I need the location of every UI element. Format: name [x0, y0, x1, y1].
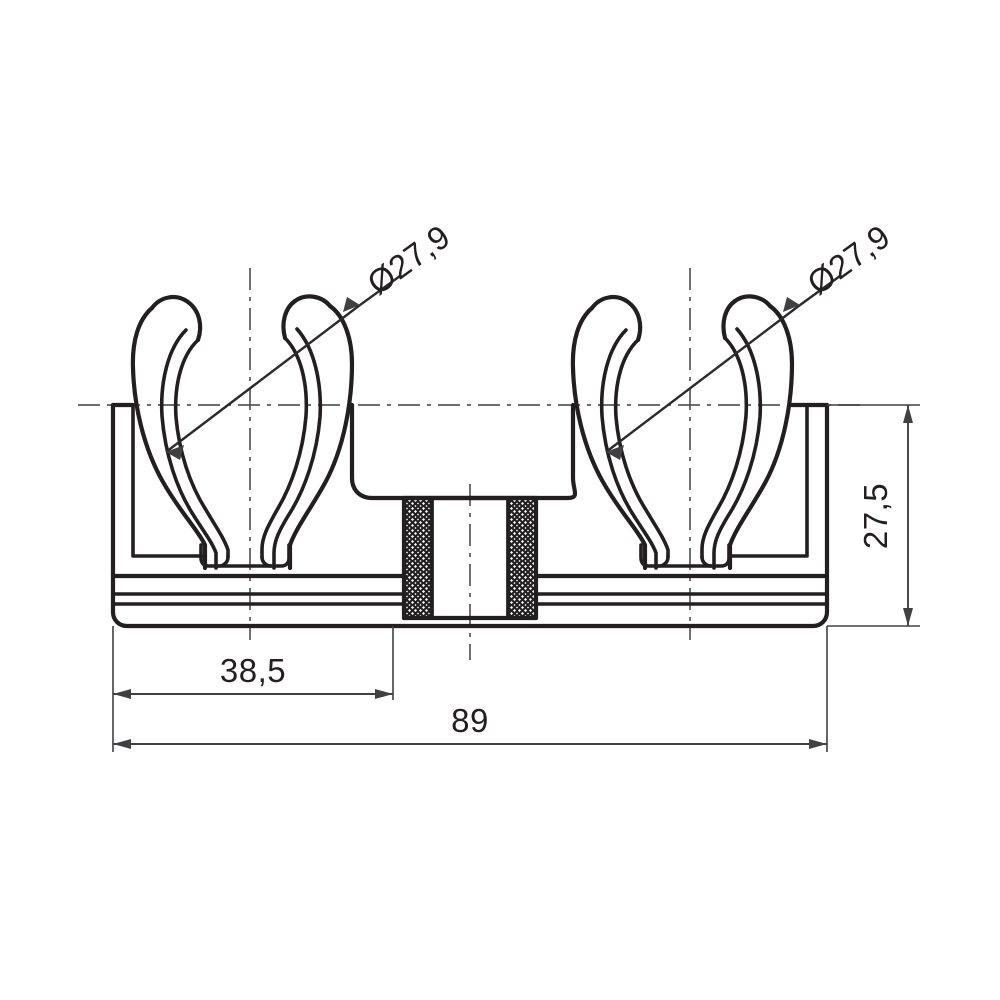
right-clip-notch-right-fillet [700, 543, 731, 568]
left-pipe-clip [110, 294, 355, 579]
left-clip-inner-shell-left [131, 403, 207, 558]
width-dimension-label: 89 [451, 702, 489, 739]
width-dimension: 89 [112, 626, 828, 752]
offset-dimension: 38,5 [112, 626, 394, 700]
center-mounting-boss [349, 402, 578, 621]
height-arrow-top [903, 405, 913, 423]
right-clip-outer-right-arm [727, 303, 795, 571]
offset-dimension-label: 38,5 [220, 652, 286, 689]
right-diameter-leader-line [605, 304, 801, 453]
base-mounting-plate [110, 573, 830, 629]
right-clip-bore-arc-right [712, 327, 763, 570]
left-diameter-leader-extension [359, 275, 401, 306]
right-clip-inner-shell-right [728, 403, 809, 558]
right-clip-bore-arc-left [599, 328, 658, 570]
offset-arrow-left [113, 689, 131, 699]
left-clip-outer-right-arm [287, 303, 355, 571]
left-clip-inner-left-wall [173, 338, 230, 559]
right-clip-right-jaw-tip [721, 294, 773, 341]
right-clip-inner-right-wall [700, 336, 749, 559]
right-diameter-arrow-end [783, 297, 800, 312]
width-arrow-right [809, 739, 827, 749]
left-clip-bore-arc-left [159, 328, 218, 570]
right-diameter-arrow-start [606, 445, 624, 460]
right-clip-inner-left-wall [613, 338, 670, 559]
offset-arrow-right [375, 689, 393, 699]
height-dimension: 27,5 [827, 404, 920, 627]
left-clip-notch-left-fillet [199, 543, 230, 568]
width-arrow-left [113, 739, 131, 749]
base-plate-left-outline [110, 573, 407, 629]
right-diameter-leader-extension [799, 275, 841, 306]
left-clip-inner-right-wall [260, 336, 309, 559]
left-clip-notch-right-fillet [260, 543, 291, 568]
left-clip-right-jaw-tip [281, 294, 333, 341]
height-dimension-label: 27,5 [857, 483, 894, 549]
boss-left-thread-hatch [402, 496, 434, 620]
height-arrow-bottom [903, 608, 913, 626]
left-clip-outer-left-arm [130, 305, 208, 571]
boss-right-thread-hatch [506, 496, 538, 620]
left-clip-bore-arc-right [272, 327, 323, 570]
left-diameter-leader-line [165, 304, 361, 453]
right-pipe-clip [570, 294, 830, 579]
right-clip-outer-left-arm [570, 305, 648, 571]
base-plate-right-outline [533, 573, 830, 629]
left-clip-left-jaw-tip [149, 294, 203, 343]
right-clip-notch-left-fillet [639, 543, 670, 568]
right-clip-left-jaw-tip [589, 294, 643, 343]
left-diameter-arrow-end [343, 297, 360, 312]
left-diameter-arrow-start [166, 445, 184, 460]
